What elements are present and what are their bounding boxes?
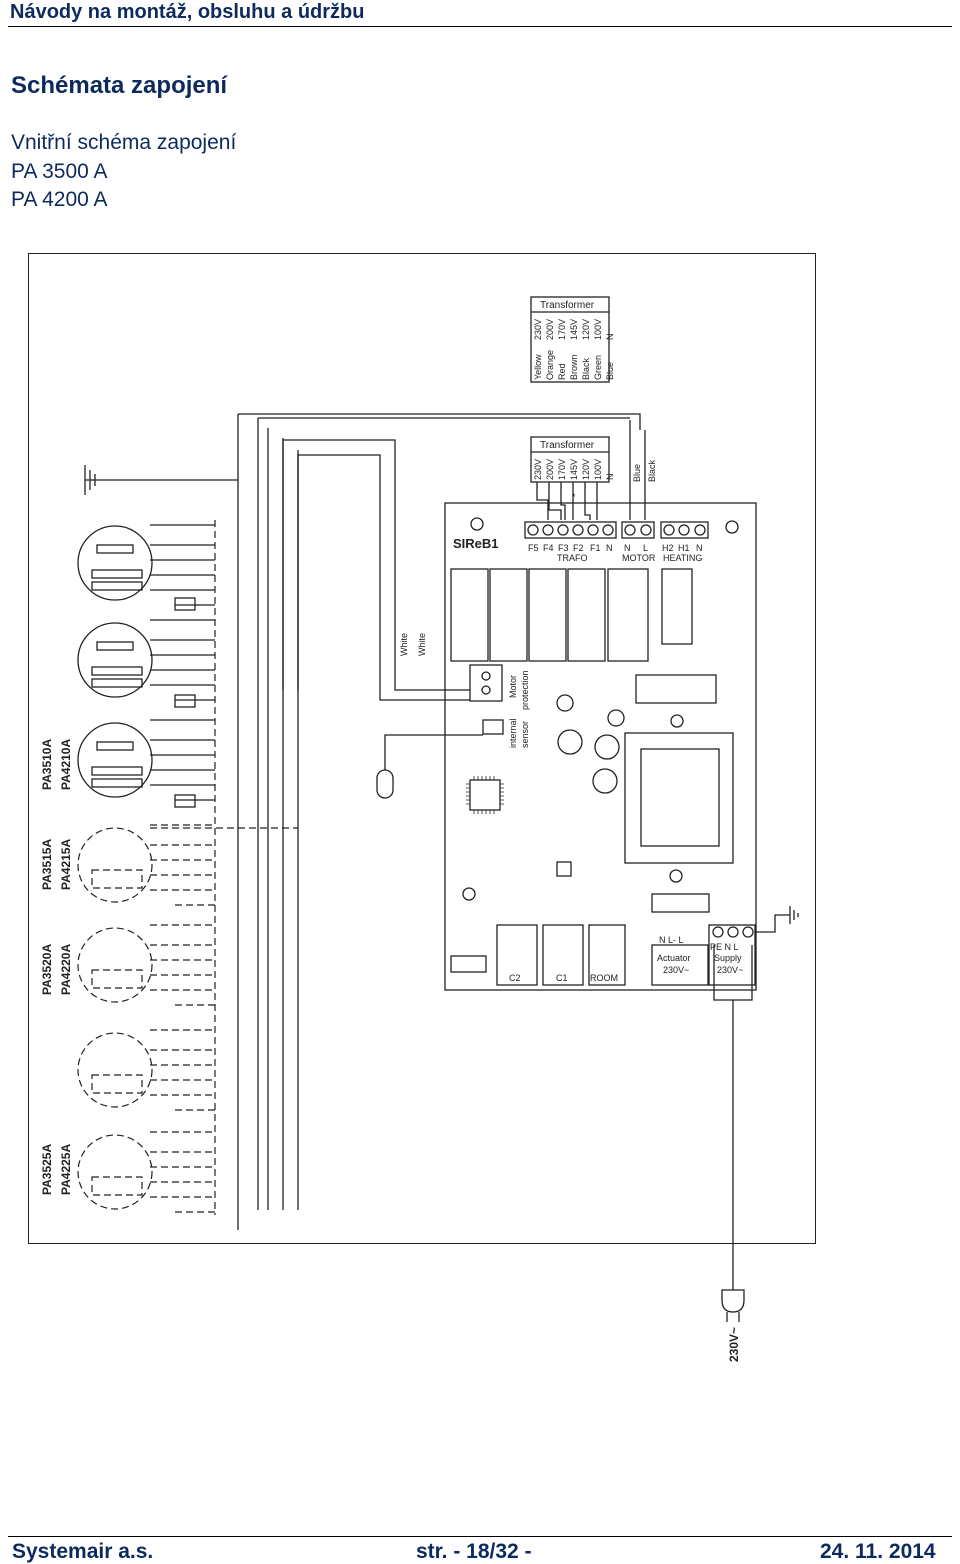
transformer-voltage-0: 230V — [533, 459, 543, 480]
transformer-voltage-3: 145V — [569, 459, 579, 480]
motor-label: MOTOR — [622, 553, 656, 563]
model-pa4220a: PA4220A — [59, 944, 73, 995]
transformer-top-voltage-1: 200V — [545, 319, 555, 340]
model-pa3500: PA 3500 A — [11, 160, 108, 183]
internal-sensor-2: sensor — [520, 721, 530, 748]
transformer-voltage-1: 200V — [545, 459, 555, 480]
terminal-label-9: H1 — [678, 543, 690, 553]
heater-group-5 — [77, 924, 215, 1006]
model-pa4225a: PA4225A — [59, 1144, 73, 1195]
transformer-voltage-6: N — [605, 474, 615, 481]
heater-group-3 — [77, 719, 215, 808]
model-pa4215a: PA4215A — [59, 839, 73, 890]
terminal-label-8: H2 — [662, 543, 674, 553]
plug-voltage: 230V~ — [727, 1327, 741, 1362]
supply-voltage: 230V~ — [717, 965, 743, 975]
terminal-label-6: N — [624, 543, 631, 553]
footer-page: str. - 18/32 - — [416, 1540, 532, 1563]
internal-sensor-1: internal — [508, 718, 518, 748]
terminal-labels: F5 F4 F3 F2 F1 N N L H2 H1 N — [528, 543, 703, 553]
model-pa3510a: PA3510A — [40, 739, 54, 790]
white-wire-1: White — [399, 633, 409, 656]
transformer-color-2: Red — [557, 363, 567, 380]
terminal-label-7: L — [643, 543, 648, 553]
terminal-label-10: N — [696, 543, 703, 553]
transformer-top-voltage-3: 145V — [569, 319, 579, 340]
heater-group-4 — [77, 824, 215, 906]
model-pa3520a: PA3520A — [40, 944, 54, 995]
model-pa3525a: PA3525A — [40, 1144, 54, 1195]
motor-protection-2: protection — [520, 670, 530, 710]
board-name: SIReB1 — [453, 536, 499, 551]
black-wire-label: Black — [647, 459, 657, 482]
transformer-top-voltage-4: 120V — [581, 319, 591, 340]
supply-label: Supply — [714, 953, 742, 963]
connector-room: ROOM — [590, 973, 618, 983]
page-footer: Systemair a.s. str. - 18/32 - 24. 11. 20… — [8, 1536, 952, 1564]
transformer-voltage-5: 100V — [593, 459, 603, 480]
star-mark: * — [572, 492, 576, 502]
transformer-color-5: Green — [593, 355, 603, 380]
transformer-voltage-2: 170V — [557, 459, 567, 480]
heating-label: HEATING — [663, 553, 702, 563]
terminal-label-4: F1 — [590, 543, 601, 553]
terminal-label-0: F5 — [528, 543, 539, 553]
diagram-frame — [28, 253, 816, 1244]
page-header: Návody na montáž, obsluhu a údržbu — [8, 0, 952, 27]
transformer-top-voltage-5: 100V — [593, 319, 603, 340]
footer-company: Systemair a.s. — [12, 1540, 154, 1563]
heater-group-2 — [77, 619, 215, 708]
transformer-top-label: Transformer — [540, 300, 595, 311]
model-pa4210a: PA4210A — [59, 739, 73, 790]
white-wire-2: White — [417, 633, 427, 656]
connector-c2: C2 — [509, 973, 521, 983]
transformer-color-0: Yellow — [533, 354, 543, 380]
supply-terms: PE N L — [710, 942, 739, 952]
terminal-block — [524, 521, 709, 539]
transformer-color-6: Blue — [605, 362, 615, 380]
header-title: Návody na montáž, obsluhu a údržbu — [10, 1, 365, 23]
transformer-top-voltage-0: 230V — [533, 319, 543, 340]
actuator-terms: N L- L — [659, 935, 684, 945]
footer-date: 24. 11. 2014 — [820, 1540, 936, 1563]
section-title: Schémata zapojení — [11, 72, 228, 99]
actuator-label: Actuator — [657, 953, 691, 963]
trafo-label: TRAFO — [557, 553, 588, 563]
transformer-top-voltage-2: 170V — [557, 319, 567, 340]
actuator-voltage: 230V~ — [663, 965, 689, 975]
model-pa4200: PA 4200 A — [11, 188, 108, 211]
connector-c1: C1 — [556, 973, 568, 983]
transformer-top-voltage-6: N — [605, 334, 615, 341]
terminal-label-5: N — [606, 543, 613, 553]
heater-group-7 — [77, 1131, 215, 1213]
terminal-label-3: F2 — [573, 543, 584, 553]
transformer-color-1: Orange — [545, 350, 555, 380]
terminal-label-1: F4 — [543, 543, 554, 553]
transformer-top-box — [530, 296, 610, 383]
motor-protection-1: Motor — [508, 675, 518, 698]
transformer-color-4: Black — [581, 357, 591, 380]
diagram-subtitle: Vnitřní schéma zapojení — [11, 131, 237, 154]
model-pa3515a: PA3515A — [40, 839, 54, 890]
blue-wire-label: Blue — [632, 464, 642, 482]
transformer-label: Transformer — [540, 440, 595, 451]
control-board — [444, 502, 757, 991]
heater-group-6 — [77, 1029, 215, 1111]
terminal-label-2: F3 — [558, 543, 569, 553]
heater-group-1 — [77, 524, 215, 611]
transformer-box — [530, 436, 610, 483]
transformer-voltage-4: 120V — [581, 459, 591, 480]
transformer-color-3: Brown — [569, 354, 579, 380]
